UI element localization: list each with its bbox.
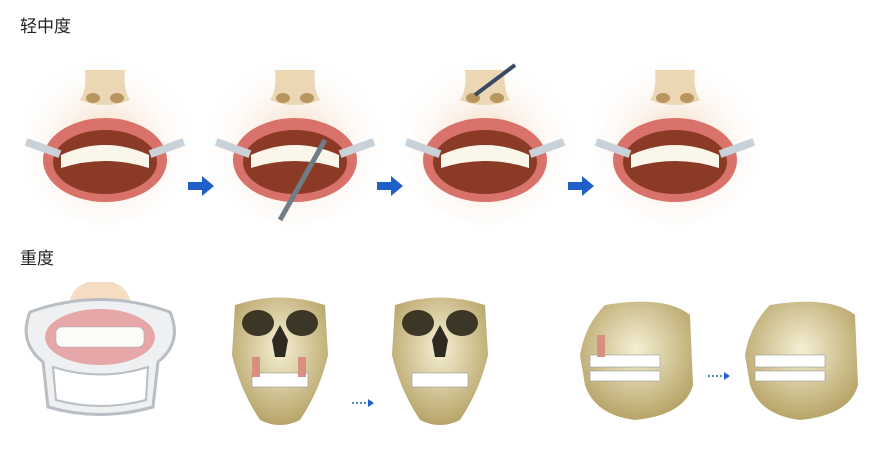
arrow-right-icon [188, 176, 214, 196]
skull-front-before-illustration [231, 297, 329, 426]
section-label-severe: 重度 [20, 249, 54, 269]
skull-side-after-illustration [744, 301, 859, 420]
section-label-mild-moderate: 轻中度 [20, 17, 71, 37]
mouth-illustration-step-4 [595, 55, 760, 225]
dotted-arrow-right-icon [352, 398, 375, 408]
mouth-illustration-step-3 [405, 55, 570, 225]
arrow-right-icon [568, 176, 594, 196]
arrow-right-icon [377, 176, 403, 196]
mouth-illustration-step-2 [215, 55, 380, 225]
cheek-retractor-illustration [24, 282, 176, 416]
skull-front-after-illustration [391, 297, 489, 426]
mouth-illustration-step-1 [25, 55, 190, 225]
skull-side-before-illustration [579, 301, 694, 420]
dotted-arrow-right-icon [708, 371, 731, 381]
